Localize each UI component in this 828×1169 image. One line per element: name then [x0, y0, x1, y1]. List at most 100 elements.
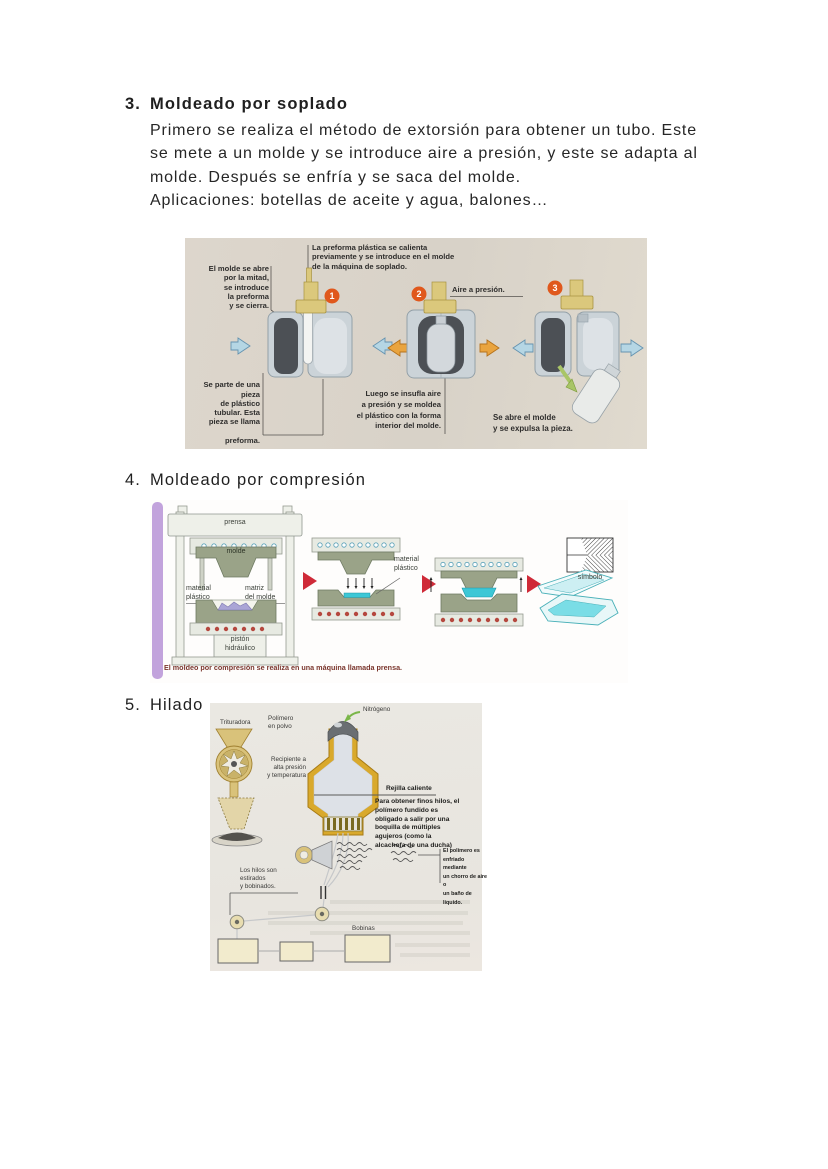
lower-mold	[440, 593, 518, 613]
label-preforma-bold: preforma.	[224, 436, 260, 446]
symbol-panel	[537, 537, 619, 626]
next-step-arrow-icon	[527, 575, 541, 593]
step-2-badge	[411, 286, 427, 302]
heater-dots-red	[317, 611, 395, 617]
label-molde-se-abre: El molde se abre por la mitad, se introd…	[208, 264, 269, 311]
open-arrow-right-icon	[372, 337, 393, 355]
bleed-through-texture	[268, 900, 470, 957]
step-number: 1	[329, 291, 334, 301]
label-nitrogeno: Nitrógeno	[363, 706, 391, 713]
label-trituradora: Trituradora	[220, 719, 251, 726]
label-pieza-tubular: Se parte de una pieza de plástico tubula…	[193, 371, 260, 455]
label-recipiente: Recipiente a alta presión y temperatura	[267, 756, 306, 779]
open-arrow-left-icon	[230, 337, 251, 355]
open-arrow-right-icon	[620, 339, 644, 357]
bobbin	[344, 934, 391, 963]
section-3-number: 3.	[125, 95, 141, 113]
eject-arrow-icon	[557, 364, 573, 385]
section-4-number: 4.	[125, 471, 141, 489]
section-4-heading: 4. Moldeado por compresión	[125, 471, 366, 490]
fan-cone	[311, 840, 333, 870]
label-enfriado-text: El polímero es enfriado mediante un chor…	[443, 848, 488, 906]
section-3-heading: 3. Moldeado por soplado	[125, 95, 348, 114]
stage-1-mold: 1	[230, 267, 393, 378]
funnel	[217, 797, 255, 830]
upper-mold	[195, 546, 277, 578]
compression-molding-diagram: prensa molde material plástico matriz de…	[150, 500, 628, 683]
air-waves-icon	[336, 842, 417, 870]
pressure-arrowheads	[346, 586, 374, 589]
label-material-plastico: material plástico	[186, 585, 211, 601]
mold-cavity	[541, 318, 565, 372]
section-4-title: Moldeado por compresión	[150, 471, 367, 489]
compression-caption: El moldeo por compresión se realiza en u…	[164, 663, 403, 672]
press-panel	[167, 505, 303, 666]
heater-dots-blue	[317, 542, 395, 548]
stage-3-mold: 3	[512, 279, 644, 424]
next-step-arrow-icon	[422, 575, 436, 593]
upper-mold	[317, 551, 395, 575]
step-number: 2	[416, 289, 421, 299]
blow-molding-illustration: 1 2	[230, 245, 644, 436]
mold-cavity	[274, 318, 298, 374]
winding-section	[217, 886, 391, 964]
step-1-badge	[324, 288, 340, 304]
powder-pile	[218, 832, 256, 841]
heater-dots-blue	[440, 561, 518, 568]
molded-part	[461, 587, 497, 598]
label-preforma-calienta: La preforma plástica se calienta previam…	[312, 243, 455, 271]
pressure-vessel	[307, 711, 436, 836]
label-boquilla-text: Para obtener finos hilos, el polímero fu…	[375, 798, 460, 849]
section-3-body: Primero se realiza el método de extorsió…	[150, 122, 698, 186]
purple-highlight-bar	[152, 502, 163, 679]
section-5-number: 5.	[125, 696, 141, 714]
ejected-bottle	[571, 363, 621, 424]
label-material-plastico-2: material plástico	[394, 556, 419, 572]
blow-nozzle	[560, 295, 594, 310]
blow-molding-diagram: 1 2	[185, 238, 647, 449]
next-step-arrow-icon	[303, 572, 317, 590]
label-molde: molde	[226, 548, 246, 555]
pressure-arrows-down	[347, 578, 373, 586]
spinning-diagram: Trituradora Polímero en polvo Nitrógeno …	[210, 703, 487, 971]
heater-dots-red	[440, 617, 518, 623]
press-beam	[167, 513, 303, 537]
label-aire-presion: Aire a presión.	[452, 285, 505, 294]
label-bobinas: Bobinas	[352, 925, 375, 932]
section-3-applications: Aplicaciones: botellas de aceite y agua,…	[150, 192, 549, 209]
open-arrows-up	[430, 580, 522, 592]
crusher	[211, 728, 263, 847]
spinning-illustration	[211, 711, 470, 964]
step-3-badge	[547, 280, 563, 296]
cooling-fan	[295, 840, 441, 883]
blow-nozzle	[295, 299, 327, 314]
step-number: 3	[552, 283, 557, 293]
stage-2-mold: 2	[387, 281, 500, 379]
label-piston-hidraulico: pistón hidráulico	[225, 636, 255, 652]
label-hilos-text: Los hilos son estirados y bobinados.	[240, 867, 277, 890]
label-pieza-tubular-text: Se parte de una pieza de plástico tubula…	[203, 380, 260, 427]
label-rejilla-caliente: Rejilla caliente	[386, 785, 432, 792]
blow-nozzle	[423, 299, 457, 314]
upper-mold	[440, 570, 518, 591]
press-open-panel	[429, 557, 524, 627]
label-abre-expulsa: Se abre el molde y se expulsa la pieza.	[493, 413, 573, 433]
press-base	[171, 656, 299, 666]
open-arrow-left-icon	[512, 339, 534, 357]
lower-mold	[317, 589, 395, 607]
section-3-title: Moldeado por soplado	[150, 95, 348, 113]
label-polimero-polvo: Polímero en polvo	[268, 715, 294, 730]
press-closing-panel	[311, 537, 401, 621]
label-simbolo: símbolo	[577, 574, 603, 581]
label-insufla-aire: Luego se insufla aire a presión y se mol…	[356, 389, 441, 431]
label-prensa: prensa	[224, 519, 246, 526]
spinneret	[323, 816, 363, 832]
section-5-title: Hilado	[150, 696, 204, 714]
heater-dots-red	[205, 626, 265, 632]
bobbin	[217, 938, 259, 964]
label-matriz-molde: matriz del molde	[245, 585, 276, 601]
bobbin	[279, 941, 314, 962]
section-5-heading: 5. Hilado	[125, 696, 203, 715]
molten-plastic	[343, 592, 371, 598]
